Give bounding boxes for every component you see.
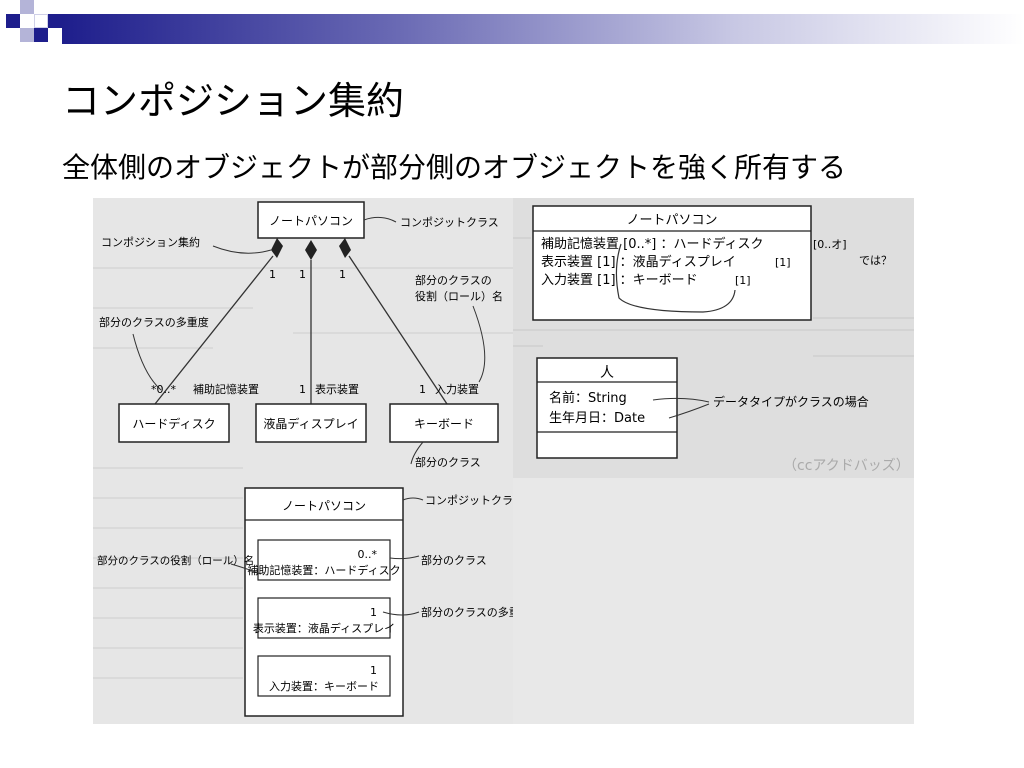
whole-class-box: ノートパソコン [257,201,365,239]
part-role-lcd: 表示装置 [315,382,359,396]
slide-subtitle: 全体側のオブジェクトが部分側のオブジェクトを強く所有する [62,151,847,184]
part-role-hdd: 補助記憶装置 [193,382,259,396]
scanned-diagram-right-top: （ccアクドバッズ） ノートパソコン 補助記憶装置 [0..*] ：ハードディス… [513,198,914,478]
multiplicity-note-2: 部分のクラスの多重度 [421,605,513,619]
part-box-label-lcd: 表示装置：液晶ディスプレイ [253,621,395,635]
multiplicity-note: 部分のクラスの多重度 [99,315,209,329]
part-mult-kbd: 1 [419,383,426,396]
handwritten-kbd: [1] [735,274,751,287]
composite-note: コンポジットクラス [425,494,513,507]
part-name-kbd: キーボード [414,417,474,431]
whole-class-name: ノートパソコン [269,214,353,228]
scanned-blank-area [513,478,914,724]
attribute-hdd: 補助記憶装置 [0..*] ：ハードディスク [541,236,764,252]
whole-mult-1: 1 [269,268,276,281]
part-class-note-2: 部分のクラス [421,553,487,567]
part-mult-lcd: 1 [299,383,306,396]
part-box-hdd: 0..* 補助記憶装置：ハードディスク [247,539,401,581]
person-class-name: 人 [600,365,614,381]
part-mult-hdd: *0..* [151,383,176,396]
composition-diamond-center [305,240,317,260]
part-class-lcd: 液晶ディスプレイ [255,403,367,443]
slide-logo [0,0,80,48]
attribute-class-name: ノートパソコン [626,213,717,228]
datatype-note: データタイプがクラスの場合 [713,394,869,409]
faded-background-text: （ccアクドバッズ） [783,458,910,474]
attribute-lcd: 表示装置 [1] ：液晶ディスプレイ [541,254,736,270]
part-box-kbd: 1 入力装置：キーボード [257,655,391,697]
role-name-note: 部分のクラスの役割（ロール）名 [97,554,254,567]
composition-diamond-right [339,238,351,258]
slide-title: コンポジション集約 [62,79,405,123]
whole-class-note: コンポジットクラス [400,216,499,229]
uml-diagrams-right: （ccアクドバッズ） ノートパソコン 補助記憶装置 [0..*] ：ハードディス… [513,205,914,474]
part-box-mult-hdd: 0..* [358,548,378,561]
person-attr-name: 名前：String [549,390,627,406]
handwritten-side-note: では？ [859,254,892,267]
notebook-attribute-class: ノートパソコン 補助記憶装置 [0..*] ：ハードディスク 表示装置 [1] … [532,205,812,321]
part-box-label-hdd: 補助記憶装置：ハードディスク [247,563,400,577]
handwritten-hdd: [0..オ] [813,238,847,251]
attribute-kbd: 入力装置 [1] ：キーボード [541,273,698,288]
scanned-diagram-left: ノートパソコン コンポジットクラス 1 1 1 コンポジション集約 部分のクラス… [93,198,513,724]
part-class-hdd: ハードディスク [118,403,230,443]
person-class: 人 名前：String 生年月日：Date [536,357,678,459]
composition-note: コンポジション集約 [101,235,200,249]
part-name-lcd: 液晶ディスプレイ [263,416,358,431]
whole-mult-2: 1 [299,268,306,281]
part-role-kbd: 入力装置 [435,383,479,396]
handwritten-lcd: [1] [775,256,791,269]
role-note-line2: 役割（ロール）名 [415,289,503,303]
person-attr-birthday: 生年月日：Date [549,411,645,426]
composition-diamond-left [271,238,283,258]
part-box-mult-lcd: 1 [370,606,377,619]
part-name-hdd: ハードディスク [132,416,215,431]
part-box-label-kbd: 入力装置：キーボード [269,680,379,693]
header-gradient-bar [62,14,1024,44]
whole-mult-3: 1 [339,268,346,281]
part-class-kbd: キーボード [389,403,499,443]
part-box-mult-kbd: 1 [370,664,377,677]
part-class-note: 部分のクラス [415,455,481,469]
uml-diagrams-left: ノートパソコン コンポジットクラス 1 1 1 コンポジション集約 部分のクラス… [93,201,513,717]
part-box-lcd: 1 表示装置：液晶ディスプレイ [253,597,395,639]
role-note-line1: 部分のクラスの [415,273,492,287]
composite-class-name: ノートパソコン [282,499,366,513]
